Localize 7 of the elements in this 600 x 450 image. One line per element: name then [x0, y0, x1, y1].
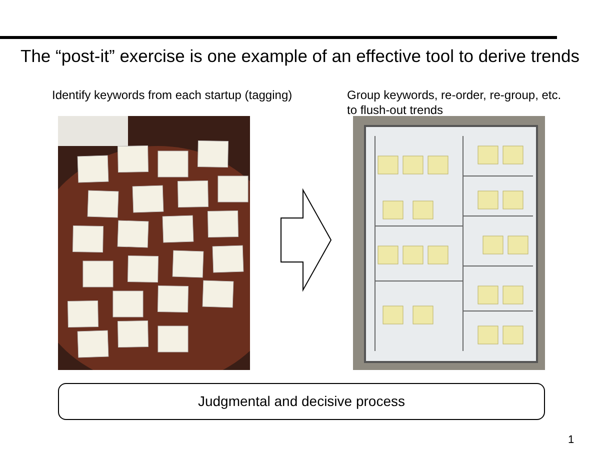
node-label: Identify keywords from each startup (tagging)	[52, 88, 294, 103]
box-text: Judgmental and decisive process	[198, 392, 405, 411]
block-arrow	[280, 188, 332, 292]
node-label: Group keywords, re-order, re-group, etc. to flush-out trends	[347, 88, 562, 118]
page-number: 1	[568, 433, 574, 448]
process-box	[58, 383, 545, 420]
slide-title: The “post-it” exercise is one example of an effective tool to derive trends	[20, 46, 580, 68]
